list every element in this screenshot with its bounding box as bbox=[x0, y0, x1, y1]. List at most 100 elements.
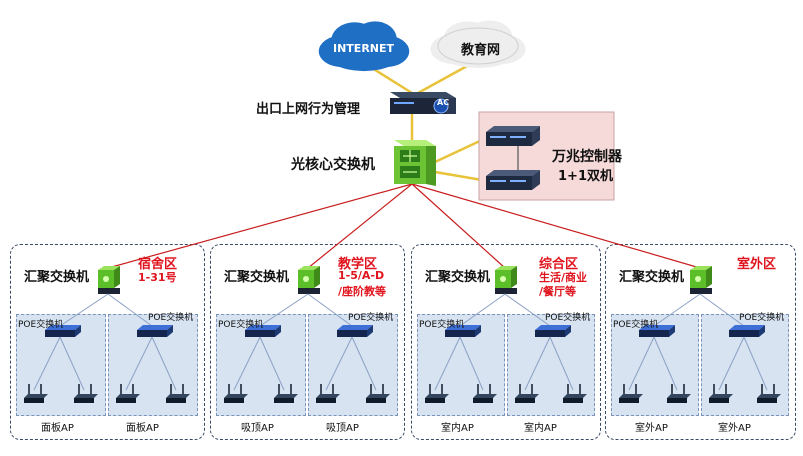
zone-1-group-1-link-ap-1 bbox=[33, 336, 61, 391]
zone-2-title-line-1: 教学区 bbox=[338, 257, 378, 272]
zone-4-aggregation-switch-icon bbox=[690, 266, 712, 294]
link-core-aggregation-3 bbox=[411, 183, 506, 269]
internet-cloud-label: INTERNET bbox=[333, 42, 395, 55]
zone-2-ap-label-2: 吸顶AP bbox=[326, 423, 359, 434]
controller-a-icon bbox=[486, 126, 540, 146]
internet-cloud-icon bbox=[318, 21, 410, 72]
zone-3-group-1-link-ap-1 bbox=[434, 336, 461, 391]
zone-1-group-2-link-ap-1 bbox=[125, 336, 153, 391]
zone-2-aggregation-switch-icon bbox=[298, 266, 320, 294]
zone-4-group-2-link-ap-2 bbox=[743, 336, 768, 391]
zone-4-link-poe-2 bbox=[699, 293, 745, 327]
link-core-aggregation-1 bbox=[107, 183, 413, 269]
zone-4-group-1-ap-1-icon bbox=[619, 384, 643, 403]
zone-3-poe-switch-2-icon bbox=[535, 325, 571, 337]
zone-1-poe-switch-2-icon bbox=[137, 325, 173, 337]
zone-2-group-1-link-ap-1 bbox=[233, 336, 261, 391]
zone-4-poe-label-1: POE交换机 bbox=[613, 320, 659, 330]
core-switch-label: 光核心交换机 bbox=[291, 157, 375, 173]
zone-2-aggregation-label: 汇聚交换机 bbox=[224, 270, 290, 285]
zone-1-ap-label-1: 面板AP bbox=[41, 423, 74, 434]
zone-4-poe-label-2: POE交换机 bbox=[739, 313, 785, 323]
zone-4-group-1-ap-2-icon bbox=[667, 384, 691, 403]
zone-2-poe-switch-1-icon bbox=[245, 325, 281, 337]
zone-2-group-1-ap-1-icon bbox=[224, 384, 248, 403]
link-core-aggregation-2 bbox=[307, 183, 413, 269]
zone-1-group-1-ap-2-icon bbox=[74, 384, 98, 403]
zone-2-group-2-ap-1-icon bbox=[316, 384, 340, 403]
zone-3-group-2-ap-2-icon bbox=[563, 384, 587, 403]
link-core-controller-a bbox=[434, 138, 483, 164]
controller-label-line1: 万兆控制器 bbox=[552, 149, 622, 165]
edu-network-cloud-label: 教育网 bbox=[461, 43, 501, 58]
zone-2-group-2-link-ap-1 bbox=[325, 336, 353, 391]
zone-3-poe-label-2: POE交换机 bbox=[545, 313, 591, 323]
gateway-badge: AC bbox=[437, 98, 450, 107]
core-switch-icon bbox=[394, 140, 436, 186]
zone-2-link-poe-1 bbox=[259, 293, 309, 327]
zone-4-poe-switch-1-icon bbox=[639, 325, 675, 337]
link-core-aggregation-4 bbox=[411, 183, 701, 269]
zone-4-group-1-link-ap-1 bbox=[628, 336, 655, 391]
zone-3-group-1-ap-2-icon bbox=[473, 384, 497, 403]
zone-2-group-1-link-ap-2 bbox=[259, 336, 285, 391]
link-core-controller-b bbox=[434, 170, 483, 182]
zone-1-group-1-link-ap-2 bbox=[59, 336, 85, 391]
zone-4-group-1-link-ap-2 bbox=[653, 336, 678, 391]
zone-2-title-line-3: /座阶教等 bbox=[338, 285, 387, 298]
zone-3-ap-label-2: 室内AP bbox=[524, 423, 557, 434]
zone-3-group-1-ap-1-icon bbox=[425, 384, 449, 403]
zone-1-aggregation-switch-icon bbox=[98, 266, 120, 294]
zone-1-link-poe-1 bbox=[59, 293, 109, 327]
zone-1-group-2-ap-1-icon bbox=[116, 384, 140, 403]
zone-3-ap-label-1: 室内AP bbox=[441, 423, 474, 434]
edu-network-cloud-icon bbox=[430, 20, 526, 68]
zone-3-title-line-3: /餐厅等 bbox=[539, 285, 577, 298]
zone-4-group-2-ap-2-icon bbox=[757, 384, 781, 403]
zone-4-group-2-ap-1-icon bbox=[709, 384, 733, 403]
zone-4-link-poe-1 bbox=[653, 293, 701, 327]
zone-2-group-1-ap-2-icon bbox=[274, 384, 298, 403]
zone-1-poe-switch-1-icon bbox=[45, 325, 81, 337]
gateway-label: 出口上网行为管理 bbox=[256, 102, 361, 117]
gateway-device-icon bbox=[390, 92, 456, 114]
zone-2-group-2-ap-2-icon bbox=[366, 384, 390, 403]
zone-3-group-1-link-ap-2 bbox=[459, 336, 484, 391]
zone-4-ap-label-1: 室外AP bbox=[635, 423, 668, 434]
zone-3-title-line-1: 综合区 bbox=[539, 257, 579, 272]
zone-3-title-line-2: 生活/商业 bbox=[539, 271, 588, 284]
zone-3-link-poe-1 bbox=[459, 293, 506, 327]
zone-3-aggregation-switch-icon bbox=[495, 266, 517, 294]
zone-1-ap-label-2: 面板AP bbox=[126, 423, 159, 434]
zone-2-poe-label-1: POE交换机 bbox=[218, 320, 264, 330]
zone-1-poe-label-1: POE交换机 bbox=[18, 320, 64, 330]
zone-2-ap-label-1: 吸顶AP bbox=[241, 423, 274, 434]
zone-3-group-2-ap-1-icon bbox=[515, 384, 539, 403]
zone-3-aggregation-label: 汇聚交换机 bbox=[425, 270, 491, 285]
zone-1-aggregation-label: 汇聚交换机 bbox=[24, 270, 90, 285]
zone-3-group-2-link-ap-1 bbox=[524, 336, 551, 391]
zone-4-aggregation-label: 汇聚交换机 bbox=[619, 270, 685, 285]
zone-3-group-2-link-ap-2 bbox=[549, 336, 574, 391]
zone-2-link-poe-2 bbox=[307, 293, 353, 327]
zone-3-poe-label-1: POE交换机 bbox=[419, 320, 465, 330]
zone-2-title-line-2: 1-5/A-D bbox=[338, 269, 385, 282]
zone-1-group-1-ap-1-icon bbox=[24, 384, 48, 403]
zone-4-poe-switch-2-icon bbox=[729, 325, 765, 337]
zone-1-link-poe-2 bbox=[107, 293, 153, 327]
controller-label-line2: 1+1双机 bbox=[558, 169, 613, 184]
zone-2-group-2-link-ap-2 bbox=[351, 336, 377, 391]
zone-2-poe-label-2: POE交换机 bbox=[348, 313, 394, 323]
zone-1-title-line-2: 1-31号 bbox=[138, 271, 177, 284]
zone-2-poe-switch-2-icon bbox=[337, 325, 373, 337]
zone-1-title-line-1: 宿舍区 bbox=[138, 257, 178, 272]
zone-4-title-line-1: 室外区 bbox=[737, 257, 777, 272]
controller-b-icon bbox=[486, 170, 540, 190]
zone-1-poe-label-2: POE交换机 bbox=[148, 313, 194, 323]
zone-1-group-2-ap-2-icon bbox=[166, 384, 190, 403]
zone-3-link-poe-2 bbox=[504, 293, 551, 327]
zone-3-poe-switch-1-icon bbox=[445, 325, 481, 337]
zone-4-group-2-link-ap-1 bbox=[718, 336, 745, 391]
zone-4-ap-label-2: 室外AP bbox=[718, 423, 751, 434]
